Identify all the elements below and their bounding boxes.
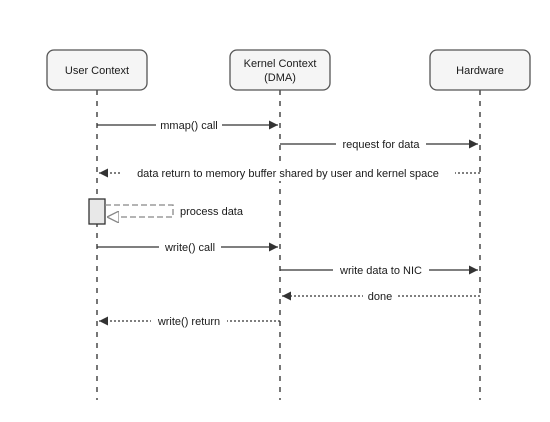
message-label: request for data (342, 139, 420, 151)
message-label: process data (180, 206, 244, 218)
message-label: write() return (157, 316, 220, 328)
self-message-process-data: process data (88, 198, 244, 225)
message-label: write() call (164, 242, 215, 254)
message-write-return: write() return (99, 313, 280, 329)
message-write-call: write() call (97, 239, 278, 255)
message-mmap-call: mmap() call (97, 117, 278, 133)
participant-kernel-label-line1: Kernel Context (244, 58, 317, 70)
participant-user: User Context (46, 49, 148, 91)
participant-hardware: Hardware (429, 49, 531, 91)
message-label: mmap() call (160, 120, 217, 132)
participant-kernel-label-line2: (DMA) (264, 72, 296, 84)
message-label: data return to memory buffer shared by u… (137, 168, 439, 180)
activation-bar (88, 198, 106, 225)
message-label: write data to NIC (339, 265, 422, 277)
participant-kernel: Kernel Context (DMA) (229, 49, 331, 91)
message-request-for-data: request for data (280, 136, 478, 152)
participant-user-label: User Context (65, 65, 129, 77)
message-done: done (282, 288, 480, 304)
self-message-line (105, 204, 174, 217)
message-data-return: data return to memory buffer shared by u… (99, 165, 480, 181)
message-label: done (368, 291, 392, 303)
participant-hardware-label: Hardware (456, 65, 504, 77)
message-write-data-to-nic: write data to NIC (280, 262, 478, 278)
